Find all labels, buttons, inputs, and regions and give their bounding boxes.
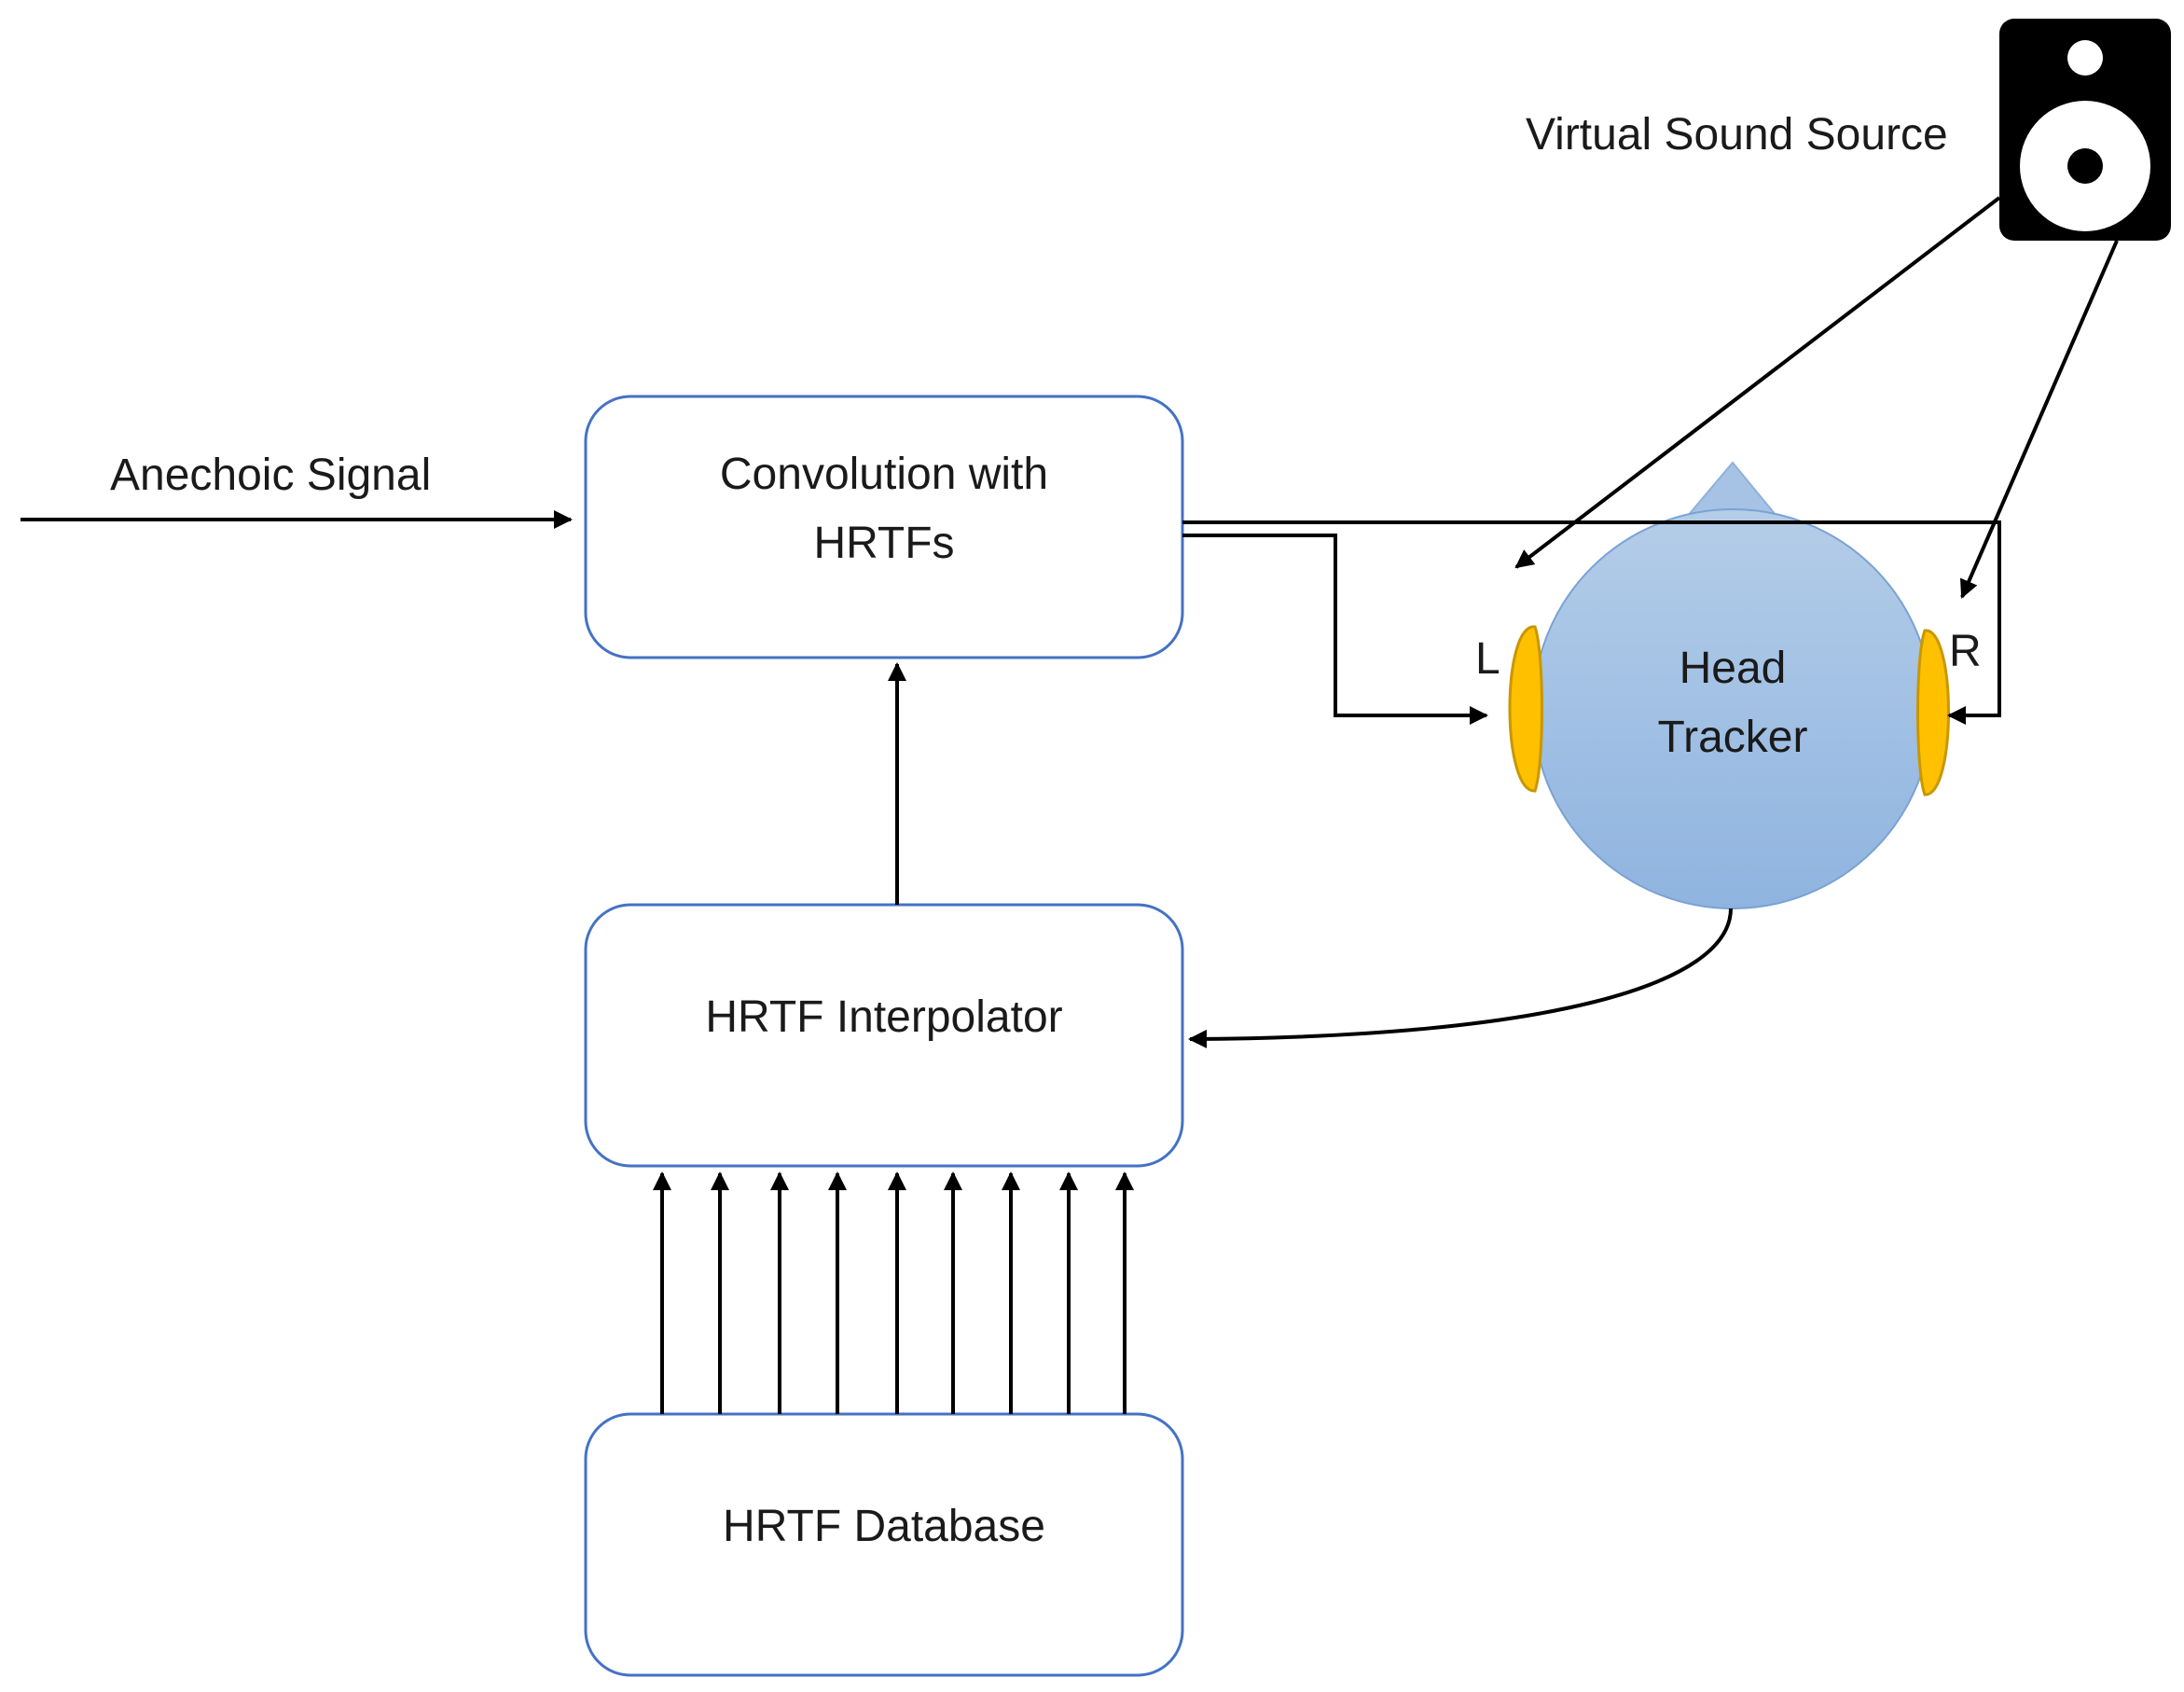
database-label: HRTF Database (723, 1502, 1045, 1551)
speaker-icon (1999, 19, 2171, 241)
head-tracker-to-interpolator-arrow (1188, 908, 1733, 1048)
convolution-label-line1: Convolution with (720, 450, 1048, 499)
left-ear-label: L (1475, 634, 1500, 684)
output-to-right-ear-arrow (1182, 520, 2001, 725)
anechoic-signal-label: Anechoic Signal (110, 451, 431, 500)
head-tracker-label-line1: Head (1679, 644, 1787, 693)
head-icon: Head Tracker (1532, 461, 1933, 909)
right-ear-icon (1916, 629, 1950, 797)
output-to-left-ear-arrow (1182, 534, 1488, 725)
convolution-label-line2: HRTFs (813, 519, 954, 568)
virtual-source-label: Virtual Sound Source (1526, 110, 1948, 159)
database-block: HRTF Database (584, 1412, 1184, 1677)
source-to-left-ear-arrow (1514, 196, 2001, 569)
right-ear-label: R (1949, 627, 1982, 676)
left-ear-icon (1508, 625, 1543, 793)
head-tracker-label-line2: Tracker (1658, 713, 1808, 762)
interpolator-label: HRTF Interpolator (705, 992, 1062, 1042)
convolution-block: Convolution with HRTFs (584, 395, 1184, 659)
source-to-right-ear-arrow (1960, 240, 2119, 599)
database-to-interpolator-arrows (653, 1172, 1134, 1414)
interpolator-block: HRTF Interpolator (584, 903, 1184, 1168)
